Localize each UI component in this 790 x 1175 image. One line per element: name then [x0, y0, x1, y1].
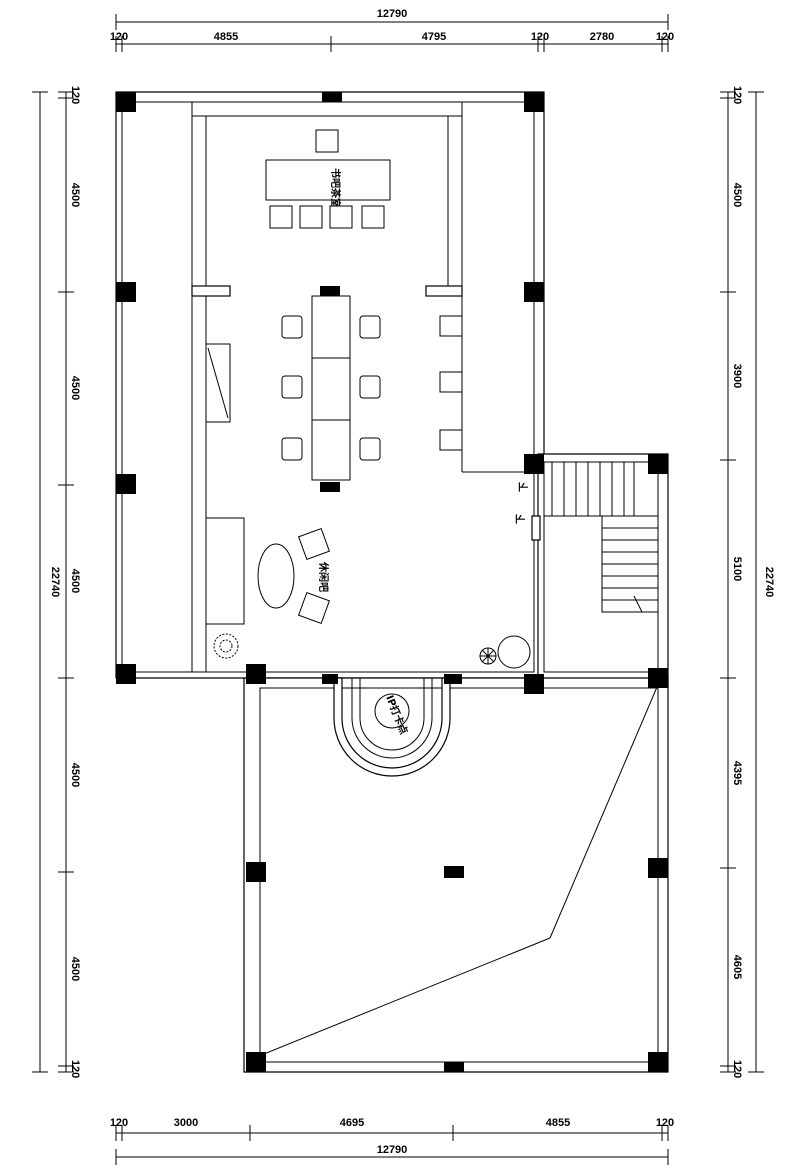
wall-seat-1: [439, 315, 463, 337]
bottom-total-dim: 12790: [377, 1144, 408, 1156]
top-total-dim: 12790: [377, 8, 408, 20]
top-dim-5: 2780: [590, 31, 614, 43]
tea-chair-4: [361, 205, 385, 229]
lounge-sofa: [205, 517, 245, 625]
left-dim-4: 4500: [69, 569, 81, 593]
right-dim-2: 4500: [731, 183, 743, 207]
lounge-oval-table: [257, 543, 295, 609]
stair-mark-1: 下: [518, 482, 530, 492]
right-dimensions: 120 4500 3900 5100 4395 4605 120 22740: [720, 86, 775, 1078]
left-dim-7: 120: [69, 1060, 81, 1078]
top-dim-6: 120: [656, 31, 674, 43]
top-dim-4: 120: [531, 31, 549, 43]
wall-seat-3: [439, 429, 463, 451]
potted-plant-icon: [479, 647, 497, 665]
lounge-armchair-1: [297, 527, 331, 561]
left-dim-5: 4500: [69, 763, 81, 787]
top-dim-2: 4855: [214, 31, 238, 43]
plant-icon: [213, 633, 239, 659]
left-dim-1: 120: [69, 86, 81, 104]
right-dim-7: 120: [731, 1060, 743, 1078]
stair-block: 下 下: [515, 453, 669, 689]
left-dim-6: 4500: [69, 957, 81, 981]
long-table: [311, 295, 351, 481]
tea-chair-2: [299, 205, 323, 229]
terrace-center-column: [444, 866, 464, 878]
bottom-dim-5: 120: [656, 1117, 674, 1129]
left-dim-3: 4500: [69, 376, 81, 400]
tea-chair-3: [329, 205, 353, 229]
round-table: [497, 635, 531, 669]
right-dim-6: 4605: [731, 955, 743, 979]
meeting-chair-r2: [359, 375, 381, 399]
stair-lower-flight: [601, 515, 659, 613]
right-total-dim: 22740: [763, 567, 775, 598]
meeting-chair-l2: [281, 375, 303, 399]
top-dimensions: 12790 120 4855 4795 120 2780 120: [110, 8, 674, 52]
stair-upper-flight: [543, 461, 635, 517]
lower-terrace: [243, 677, 669, 1073]
meeting-area: [281, 295, 463, 481]
bar-counter: [265, 159, 391, 201]
lounge-area: 休闲吧: [205, 343, 331, 659]
bottom-dim-3: 4695: [340, 1117, 364, 1129]
meeting-chair-l1: [281, 315, 303, 339]
entrance-decor: [479, 635, 531, 669]
lounge-label: 休闲吧: [317, 561, 330, 592]
ip-clock-in-spot: [374, 693, 410, 729]
bar-tea-area: 书吧茶室: [265, 129, 391, 229]
bottom-dimensions: 120 3000 4695 4855 120 12790: [110, 1117, 674, 1165]
right-dim-5: 4395: [731, 761, 743, 785]
meeting-chair-r1: [359, 315, 381, 339]
meeting-chair-l3: [281, 437, 303, 461]
lounge-armchair-2: [297, 591, 331, 625]
tea-chair-1: [269, 205, 293, 229]
right-dim-1: 120: [731, 86, 743, 104]
bottom-dim-4: 4855: [546, 1117, 570, 1129]
left-dimensions: 22740 120 4500 4500 4500 4500 4500 120: [32, 86, 81, 1078]
right-dim-3: 3900: [731, 364, 743, 388]
bottom-dim-1: 120: [110, 1117, 128, 1129]
bar-stool: [315, 129, 339, 153]
right-dim-4: 5100: [731, 557, 743, 581]
bottom-dim-2: 3000: [174, 1117, 198, 1129]
top-dim-1: 120: [110, 31, 128, 43]
bar-tea-label: 书吧茶室: [329, 168, 342, 208]
meeting-chair-r3: [359, 437, 381, 461]
left-total-dim: 22740: [49, 567, 61, 598]
structural-columns: [116, 92, 668, 1072]
top-dim-3: 4795: [422, 31, 446, 43]
left-dim-2: 4500: [69, 183, 81, 207]
stair-mark-2: 下: [515, 514, 527, 524]
wall-seat-2: [439, 371, 463, 393]
